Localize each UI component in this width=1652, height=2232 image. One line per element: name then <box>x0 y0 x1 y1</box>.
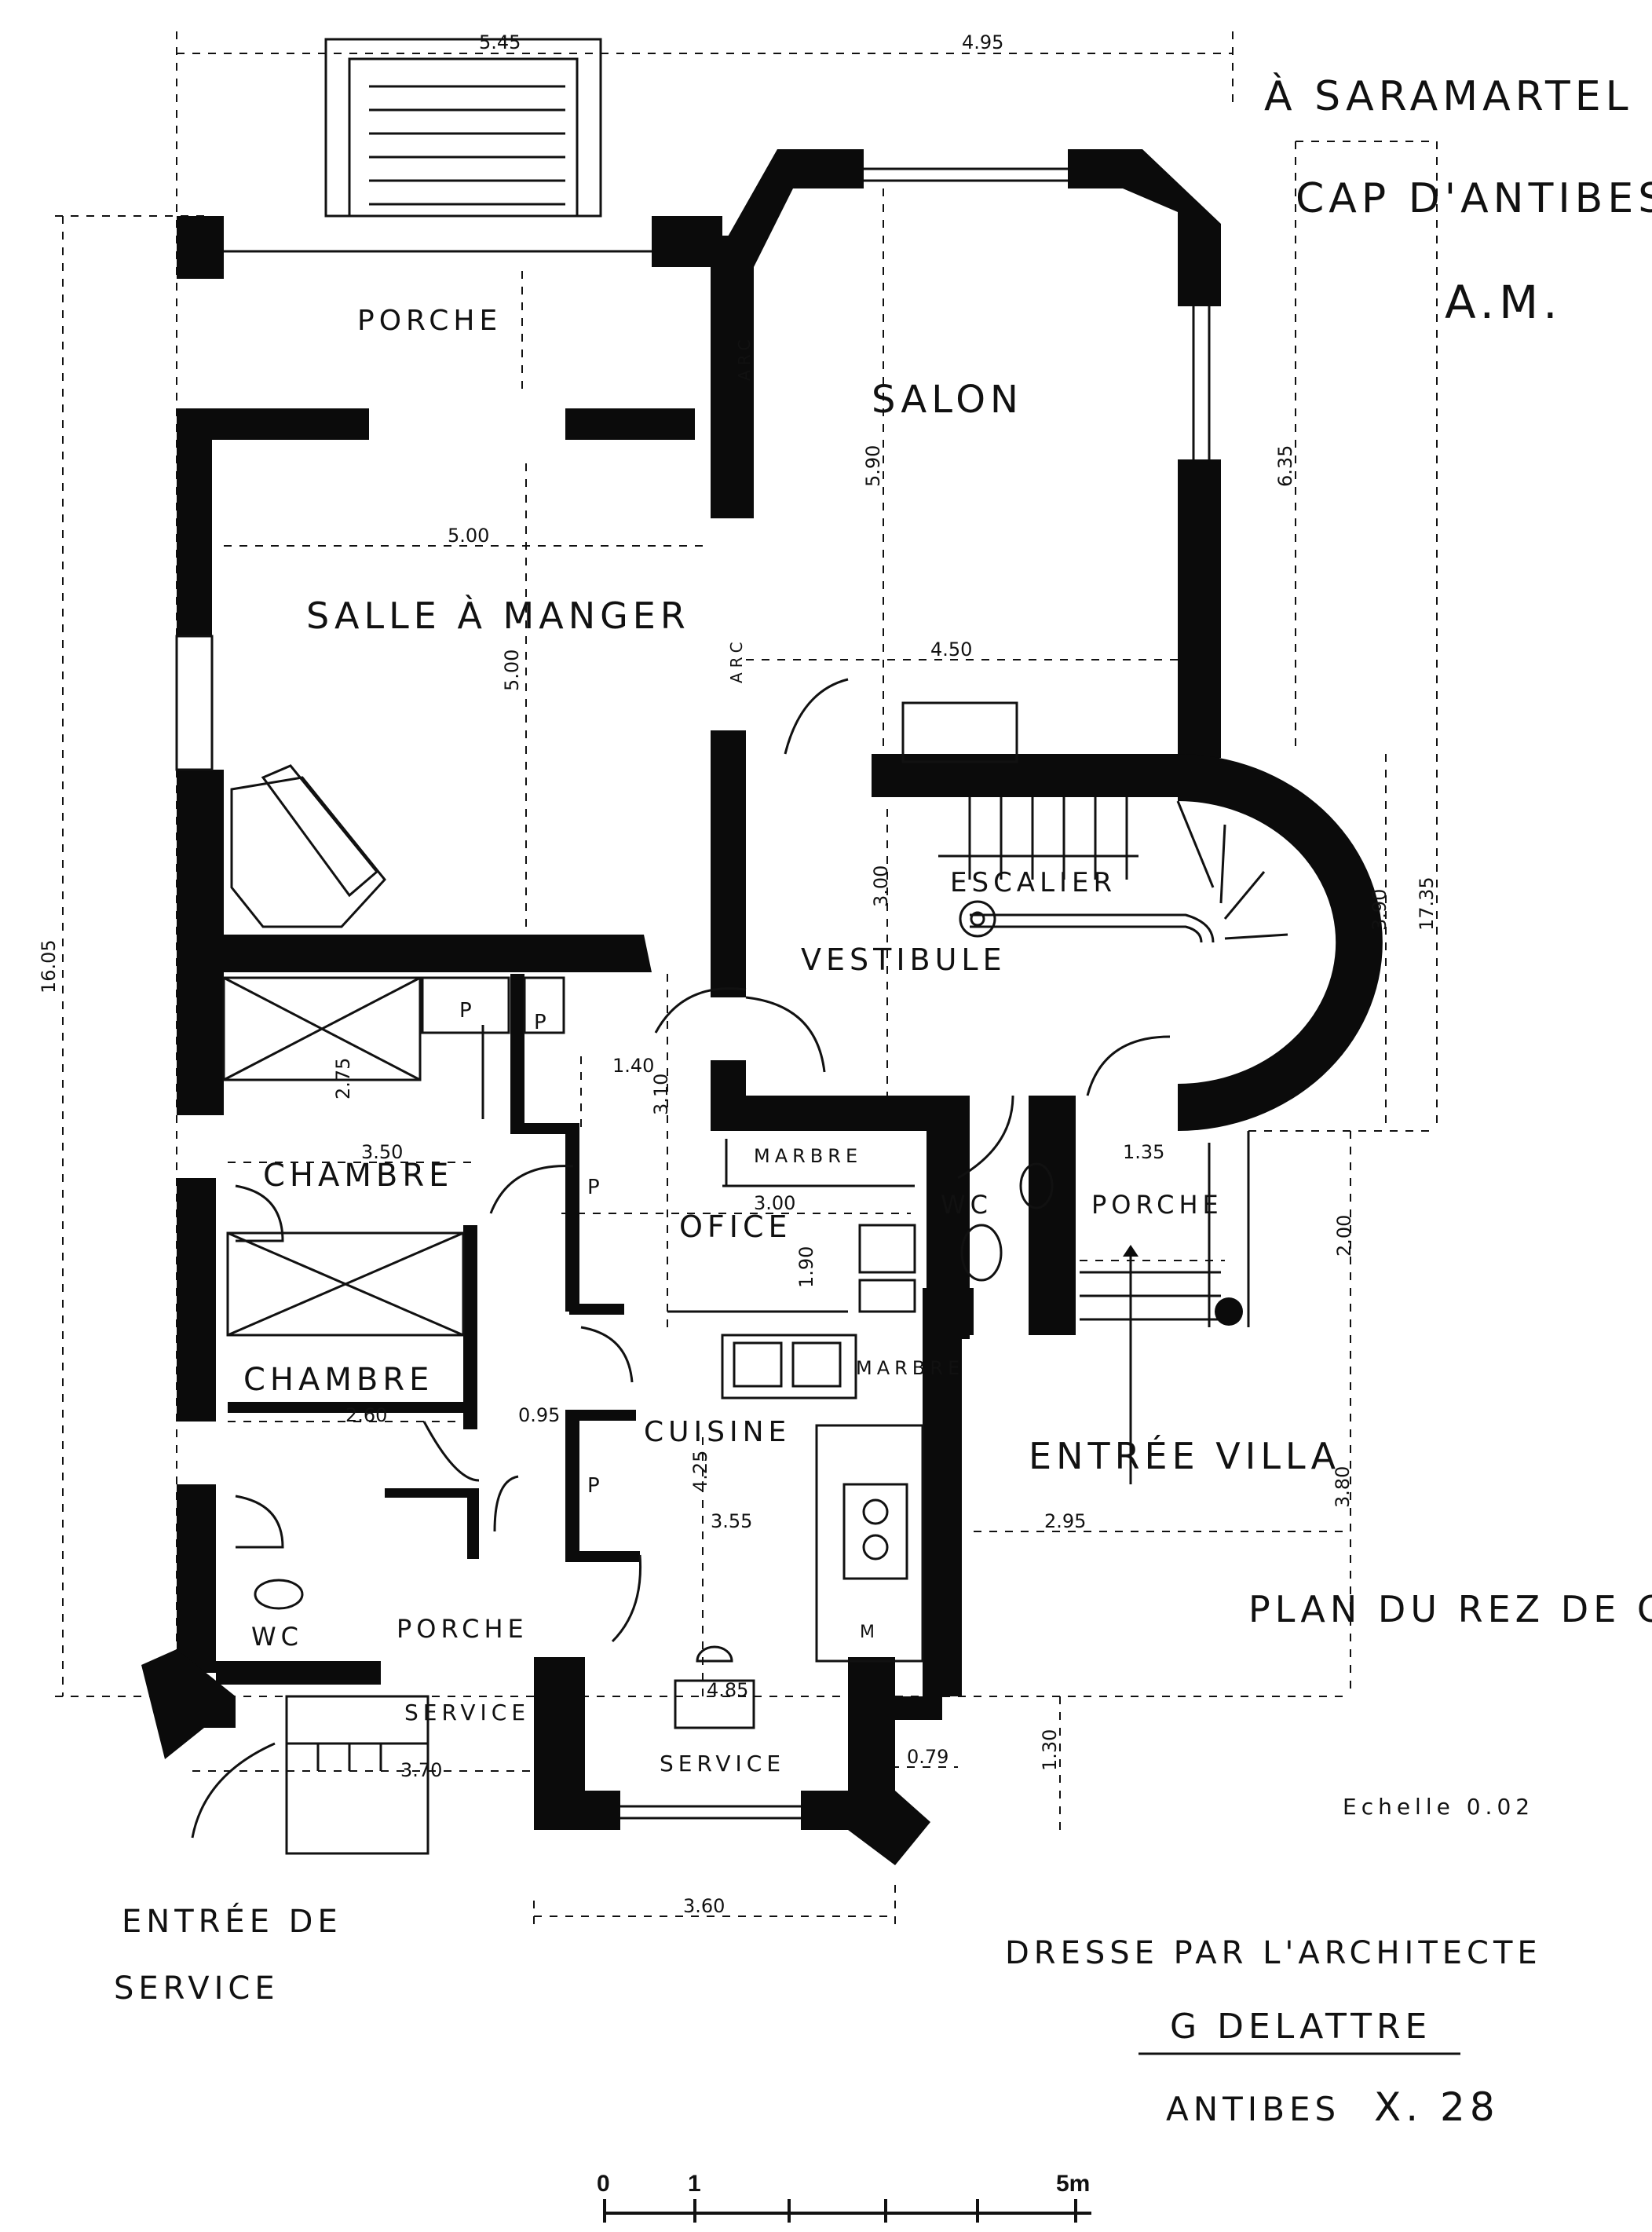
dim-495: 4.95 <box>962 31 1003 53</box>
dim-295: 2.95 <box>1044 1510 1086 1532</box>
dim-130: 1.30 <box>1039 1729 1061 1771</box>
credit-line-4: X. 28 <box>1374 2084 1500 2130</box>
room-labels: PORCHE SALON SALLE À MANGER ESCALIER VES… <box>243 305 1340 1776</box>
credit-line-2: G DELATTRE <box>1170 2007 1431 2047</box>
title-line-1: À SARAMARTEL <box>1264 72 1633 120</box>
dim-079: 0.79 <box>907 1746 948 1768</box>
entree-service-line-1: ENTRÉE DE <box>122 1902 342 1940</box>
dim-390: 3.90 <box>1369 889 1391 931</box>
dim-350: 3.50 <box>361 1141 403 1163</box>
dim-590: 5.90 <box>862 445 884 487</box>
dim-300: 3.00 <box>870 865 892 907</box>
label-placard-2: P <box>534 1011 551 1034</box>
dim-1735: 17.35 <box>1416 876 1438 931</box>
label-porche-right: PORCHE <box>1091 1190 1223 1220</box>
label-chambre-1: CHAMBRE <box>263 1158 453 1194</box>
scale-label-1: 1 <box>688 2171 701 2197</box>
dim-260: 2.60 <box>345 1404 387 1426</box>
label-arc-2: ARC <box>727 637 746 683</box>
credit-line-3: ANTIBES <box>1166 2090 1340 2128</box>
walls <box>141 149 1383 1865</box>
label-service-2: SERVICE <box>660 1751 785 1776</box>
label-wc-right: WC <box>941 1190 992 1220</box>
scale-label-5: 5m <box>1056 2171 1090 2197</box>
dim-485: 4.85 <box>707 1679 748 1701</box>
label-m: M <box>860 1623 879 1642</box>
label-wc-left: WC <box>251 1622 303 1652</box>
label-placard-4: P <box>587 1474 605 1498</box>
label-porche-top: PORCHE <box>357 305 502 337</box>
entree-service-line-2: SERVICE <box>114 1970 280 2007</box>
label-salon: SALON <box>872 378 1023 422</box>
title-line-2: CAP D'ANTIBES <box>1296 175 1652 222</box>
label-office: OFICE <box>679 1209 792 1244</box>
dimension-labels: 5.45 4.95 5.00 5.00 5.90 6.35 4.50 16.05… <box>38 31 1438 1917</box>
dim-300-b: 3.00 <box>754 1192 795 1214</box>
dim-095: 0.95 <box>518 1404 560 1426</box>
label-cuisine: CUISINE <box>644 1416 791 1448</box>
dim-135: 1.35 <box>1123 1141 1164 1163</box>
dim-450: 4.50 <box>930 638 972 660</box>
dim-140: 1.40 <box>612 1055 654 1077</box>
dim-380: 3.80 <box>1332 1466 1354 1508</box>
service-entrance-note: ENTRÉE DE SERVICE <box>114 1902 342 2007</box>
dim-190: 1.90 <box>795 1246 817 1288</box>
outlines <box>175 38 1288 1855</box>
architect-credit: DRESSE PAR L'ARCHITECTE G DELATTRE ANTIB… <box>1005 1935 1542 2130</box>
project-title: À SARAMARTEL CAP D'ANTIBES A.M. <box>1264 72 1652 329</box>
label-vestibule: VESTIBULE <box>801 942 1007 977</box>
dim-635: 6.35 <box>1274 445 1296 487</box>
scale-bar: 0 1 5m <box>597 2171 1091 2223</box>
label-escalier: ESCALIER <box>950 867 1117 898</box>
dim-355: 3.55 <box>711 1510 752 1532</box>
dim-545: 5.45 <box>479 31 521 53</box>
echelle-note: Echelle 0.02 <box>1343 1794 1534 1820</box>
label-placard-3: P <box>587 1176 605 1199</box>
dim-1605: 16.05 <box>38 939 60 993</box>
label-marbre-2: MARBRE <box>856 1357 964 1379</box>
dim-200: 2.00 <box>1333 1215 1355 1257</box>
label-salle-a-manger: SALLE À MANGER <box>306 595 690 637</box>
plan-title: PLAN DU REZ DE CH <box>1248 1588 1652 1630</box>
credit-line-1: DRESSE PAR L'ARCHITECTE <box>1005 1935 1542 1971</box>
dim-500-b: 5.00 <box>501 649 523 691</box>
dim-310: 3.10 <box>650 1074 672 1115</box>
dim-370: 3.70 <box>400 1759 442 1781</box>
dim-275: 2.75 <box>332 1058 354 1100</box>
label-marbre-1: MARBRE <box>754 1145 862 1167</box>
label-chambre-2: CHAMBRE <box>243 1362 433 1398</box>
label-entree-villa: ENTRÉE VILLA <box>1029 1435 1340 1477</box>
dim-425: 4.25 <box>689 1451 711 1492</box>
title-line-3: A.M. <box>1445 276 1562 329</box>
dim-500-a: 5.00 <box>448 525 489 547</box>
scale-label-0: 0 <box>597 2171 610 2197</box>
dim-360: 3.60 <box>683 1895 725 1917</box>
label-service-1: SERVICE <box>404 1700 530 1725</box>
label-placard-1: P <box>459 999 477 1023</box>
label-porche-service: PORCHE <box>397 1614 528 1644</box>
label-arc-1: ARC <box>735 335 754 381</box>
